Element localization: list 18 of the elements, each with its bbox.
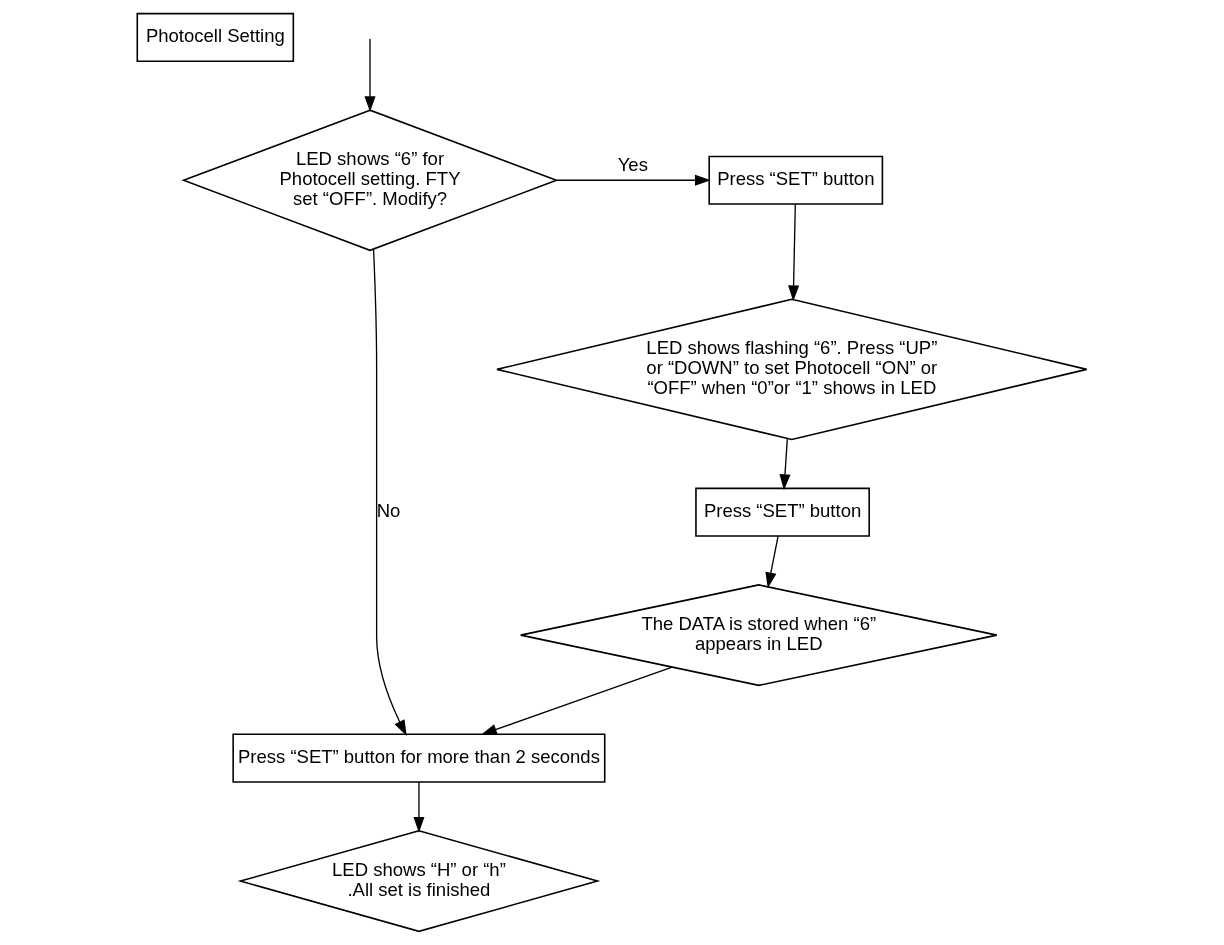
- node-diamond: LED shows “6” for Photocell setting. FTY set “OFF”. Modify?: [181, 109, 559, 252]
- arrow: [779, 438, 791, 491]
- edge-label: No: [376, 500, 401, 522]
- arrow: [765, 535, 779, 589]
- arrow: [788, 203, 800, 302]
- arrow: [364, 38, 376, 113]
- node-diamond: The DATA is stored when “6” appears in LED: [519, 584, 998, 687]
- node-box: Press “SET” button for more than 2 seconds: [232, 733, 606, 783]
- node-diamond: LED shows flashing “6”. Press “UP” or “DOWN” to set Photocell “ON” or “OFF” when “0”or “1” shows in LED: [496, 298, 1088, 441]
- edge-label: Yes: [617, 154, 648, 176]
- arrow: [372, 248, 407, 736]
- node-box: Photocell Setting: [136, 12, 295, 63]
- node-box: Press “SET” button: [708, 155, 884, 205]
- arrow: [481, 666, 673, 735]
- arrow: [413, 781, 425, 833]
- node-diamond: LED shows “H” or “h” .All set is finished: [237, 830, 601, 933]
- arrow: [556, 174, 711, 186]
- node-box: Press “SET” button: [695, 487, 870, 537]
